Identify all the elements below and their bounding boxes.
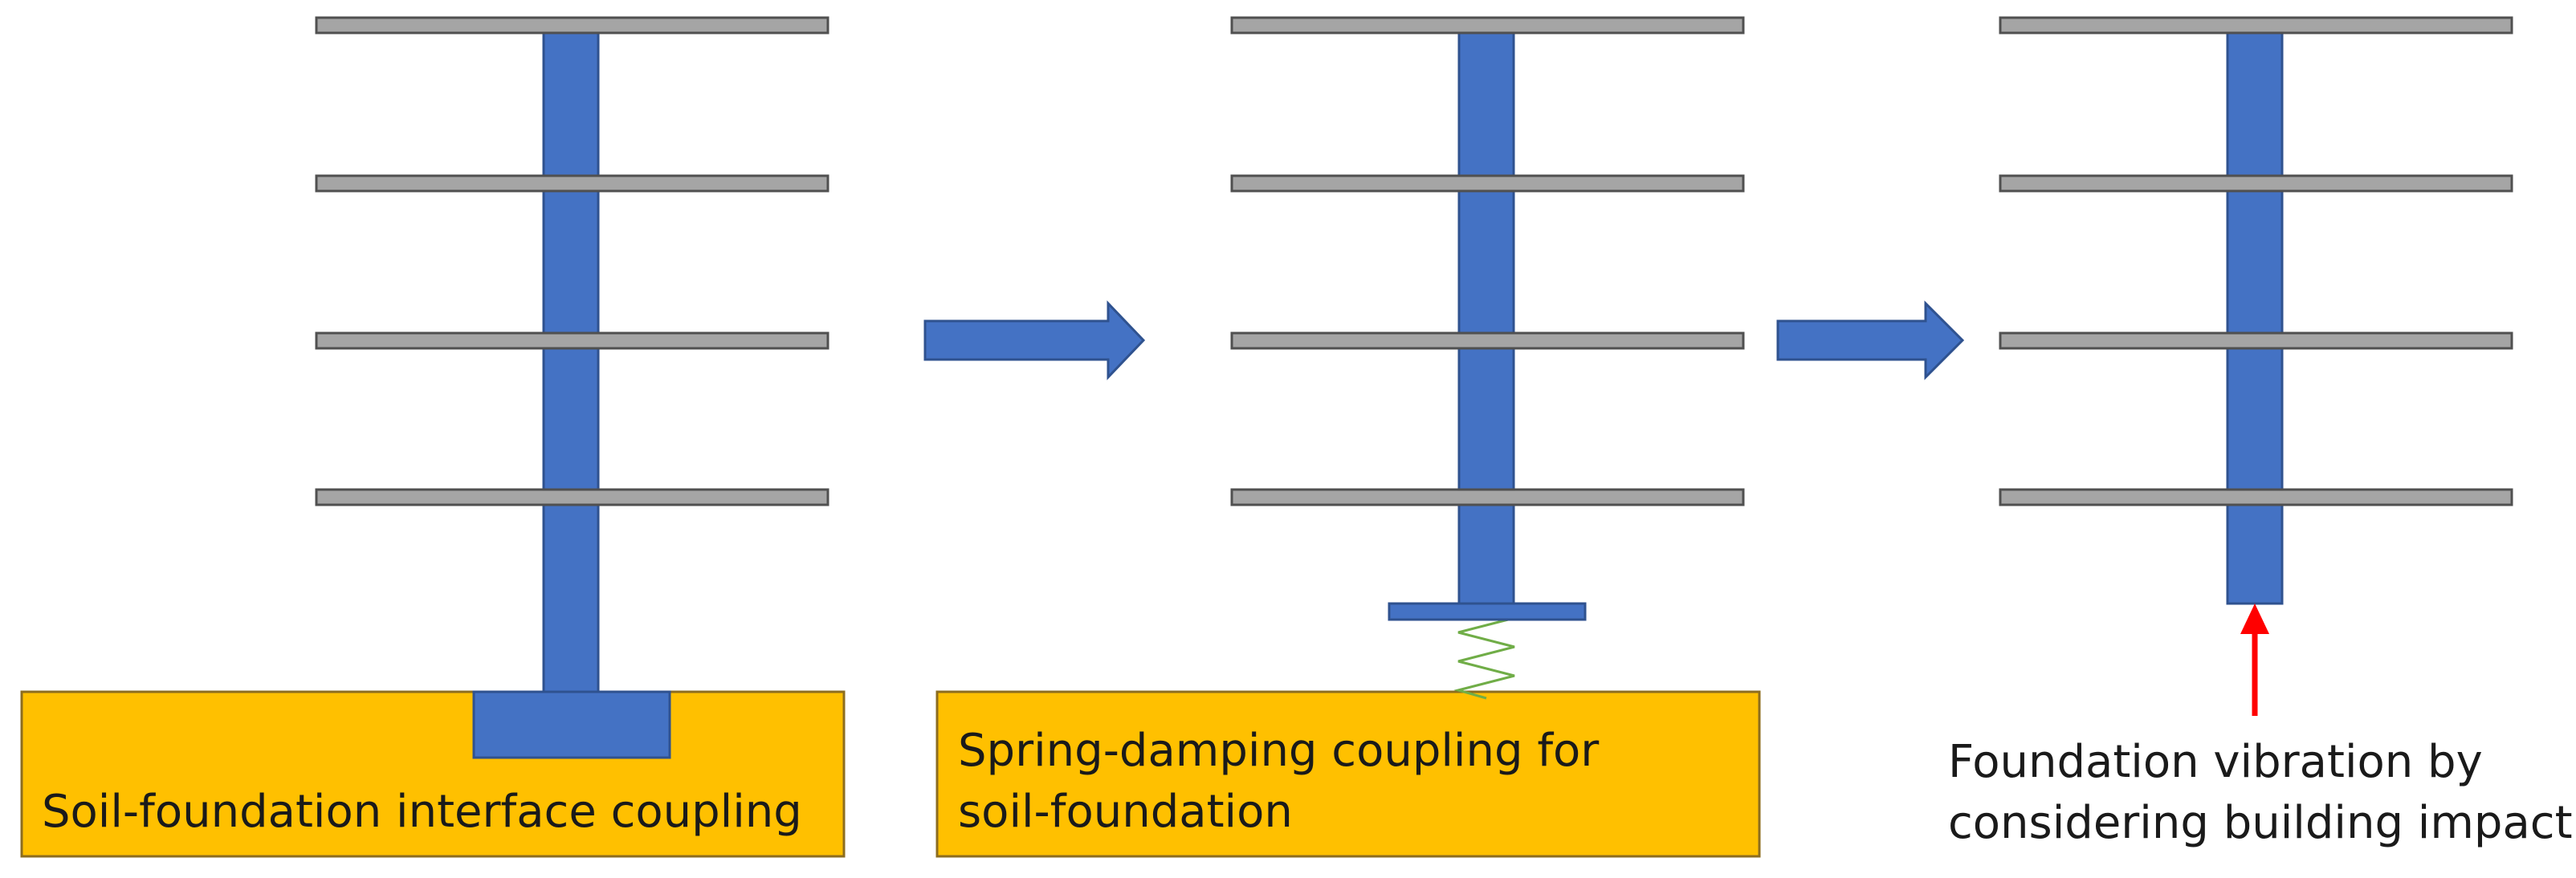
floor-slab [315,488,829,506]
floor-slab [1999,488,2513,506]
building-column [2226,30,2284,605]
panel-foundation-vibration: Foundation vibration by considering buil… [1948,16,2573,849]
floor-slab [315,331,829,350]
panel-spring-damping: Spring-damping coupling for soil-foundat… [935,16,1761,858]
building-column [1457,30,1515,605]
panel-soil-foundation-interface: Soil-foundation interface coupling [20,16,846,858]
panel-1-label: Soil-foundation interface coupling [42,786,802,838]
soil-block [20,690,846,858]
impact-arrow-head [2240,604,2269,634]
floor-slab [1230,331,1745,350]
foundation-plate [1388,602,1587,621]
floor-slab [1999,16,2513,35]
floor-slab [1230,488,1745,506]
transition-arrow [923,300,1146,380]
soil-block [935,690,1761,858]
panel-3-label-line-2: considering building impact [1948,797,2573,849]
panel-2-label-line-1: Spring-damping coupling for [958,725,1600,777]
floor-slab [1230,174,1745,193]
panel-3-label-line-1: Foundation vibration by [1948,736,2483,788]
foundation-footing [472,690,671,759]
floor-slab [1999,331,2513,350]
panel-2-label-line-2: soil-foundation [958,786,1293,838]
floor-slab [315,16,829,35]
floor-slab [1999,174,2513,193]
transition-arrow [1776,300,1965,380]
floor-slab [315,174,829,193]
building-column [542,30,600,693]
floor-slab [1230,16,1745,35]
